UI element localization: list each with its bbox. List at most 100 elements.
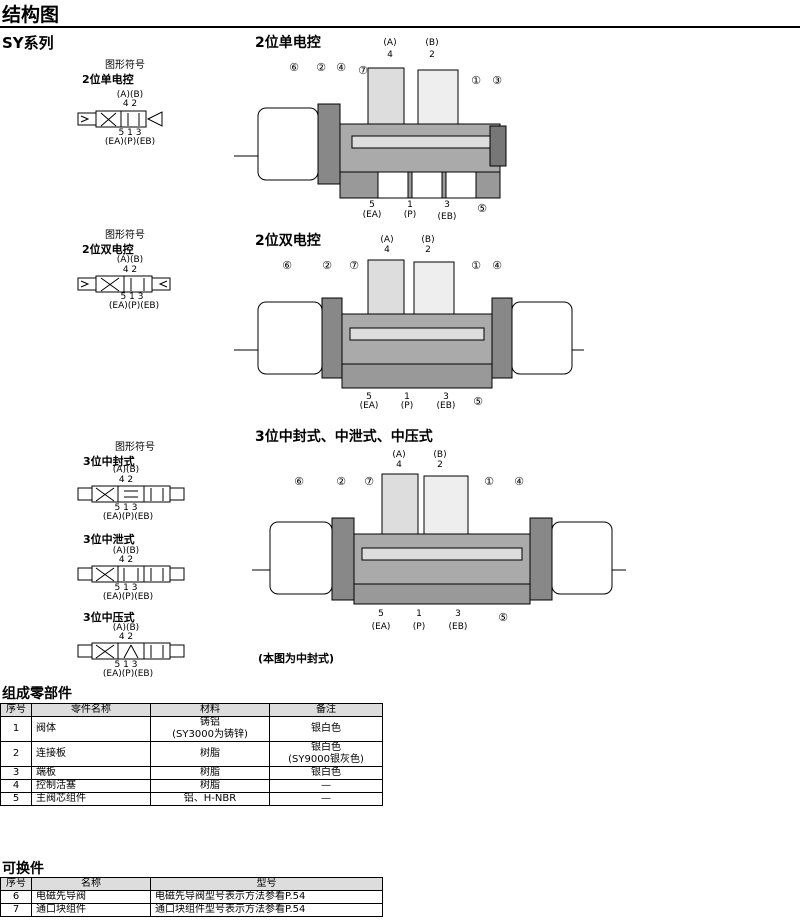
symbol-caption: 图形符号 xyxy=(105,60,145,71)
table-cell: 端板 xyxy=(31,766,151,780)
valve-cross-section-3pos-icon xyxy=(252,473,626,605)
symbol-title: 3位中封式 xyxy=(83,455,135,468)
section-header: 结构图 xyxy=(0,0,800,28)
symbol-top-label: (A)(B) xyxy=(112,623,140,633)
symbol-bot-label: (EA)(P)(EB) xyxy=(104,137,156,147)
symbol-bot-nums: 5 1 3 xyxy=(114,583,138,593)
table-cell: 树脂 xyxy=(150,766,270,780)
symbol-bot-nums: 5 1 3 xyxy=(114,503,138,513)
symbol-caption: 图形符号 xyxy=(105,230,145,241)
symbol-2pos-double-icon xyxy=(77,275,171,293)
table-cell: 2 xyxy=(0,741,32,767)
drawing-note: (本图为中封式) xyxy=(258,652,335,665)
valve-cross-section-double-icon xyxy=(234,259,584,389)
callout-2: ② xyxy=(336,475,346,488)
symbol-3pos-closed-icon xyxy=(77,485,185,503)
page-title: 结构图 xyxy=(2,4,60,26)
col-header: 名称 xyxy=(31,877,151,891)
replace-table-title: 可换件 xyxy=(2,861,44,877)
valve-cross-section-single-icon xyxy=(234,67,507,199)
port-ea-num: 5 xyxy=(369,200,375,210)
callout-5: ⑤ xyxy=(473,395,483,408)
drawing-title-3: 3位中封式、中泄式、中压式 xyxy=(255,429,433,445)
callout-6: ⑥ xyxy=(289,61,299,74)
symbol-top-label: (A)(B) xyxy=(112,546,140,556)
callout-4: ④ xyxy=(492,259,502,272)
table-cell: 通口块组件型号表示方法参看P.54 xyxy=(150,903,383,917)
symbol-bot-nums: 5 1 3 xyxy=(120,292,144,302)
table-cell: 阀体 xyxy=(31,716,151,742)
callout-1: ① xyxy=(471,259,481,272)
table-cell: 6 xyxy=(0,890,32,904)
symbol-3pos-pressure-icon xyxy=(77,642,185,660)
symbol-top-label: (A)(B) xyxy=(116,255,144,265)
symbol-bot-nums: 5 1 3 xyxy=(114,660,138,670)
callout-1: ① xyxy=(484,475,494,488)
table-cell: 铝、H-NBR xyxy=(150,792,270,806)
port-ea-num: 5 xyxy=(366,392,372,402)
port-ea-label: (EA) xyxy=(362,210,382,220)
col-header: 备注 xyxy=(269,703,383,717)
symbol-top-label: (A)(B) xyxy=(112,465,140,475)
port-p-label: (P) xyxy=(400,401,414,411)
series-title: SY系列 xyxy=(2,34,54,52)
port-a-label: (A) xyxy=(392,450,406,460)
table-cell: 连接板 xyxy=(31,741,151,767)
col-header: 零件名称 xyxy=(31,703,151,717)
table-cell: — xyxy=(269,792,383,806)
symbol-title: 2位单电控 xyxy=(82,73,134,86)
symbol-top-nums: 4 2 xyxy=(122,265,138,275)
port-a-num: 4 xyxy=(384,245,390,255)
port-p-num: 1 xyxy=(407,200,413,210)
symbol-title: 3位中泄式 xyxy=(83,533,135,546)
port-b-num: 2 xyxy=(429,50,435,60)
col-header: 型号 xyxy=(150,877,383,891)
port-ea-label: (EA) xyxy=(359,401,379,411)
port-eb-label: (EB) xyxy=(448,622,468,632)
table-cell: 银白色(SY9000银灰色) xyxy=(269,741,383,767)
callout-4: ④ xyxy=(514,475,524,488)
parts-table-title: 组成零部件 xyxy=(2,686,72,702)
symbol-block-3: 图形符号 3位中封式 xyxy=(80,438,190,469)
table-cell: 4 xyxy=(0,779,32,793)
symbol-title: 2位双电控 xyxy=(82,243,134,256)
port-eb-num: 3 xyxy=(443,392,449,402)
symbol-top-nums: 4 2 xyxy=(118,632,134,642)
port-eb-num: 3 xyxy=(455,609,461,619)
port-p-label: (P) xyxy=(403,210,417,220)
table-cell: 3 xyxy=(0,766,32,780)
col-header: 材料 xyxy=(150,703,270,717)
symbol-2pos-single-icon xyxy=(77,110,163,128)
port-a-num: 4 xyxy=(387,50,393,60)
symbol-bot-label: (EA)(P)(EB) xyxy=(102,592,154,602)
callout-6: ⑥ xyxy=(282,259,292,272)
drawing-title-2: 2位双电控 xyxy=(255,233,321,249)
table-cell: — xyxy=(269,779,383,793)
table-cell: 树脂 xyxy=(150,741,270,767)
callout-7: ⑦ xyxy=(358,64,368,77)
table-cell: 银白色 xyxy=(269,716,383,742)
port-b-label: (B) xyxy=(421,235,435,245)
port-eb-num: 3 xyxy=(444,200,450,210)
symbol-block-2: 图形符号 2位双电控 xyxy=(70,226,180,257)
callout-6: ⑥ xyxy=(294,475,304,488)
symbol-top-nums: 4 2 xyxy=(122,99,138,109)
symbol-top-nums: 4 2 xyxy=(118,555,134,565)
symbol-title: 3位中压式 xyxy=(83,611,135,624)
port-b-num: 2 xyxy=(425,245,431,255)
port-a-label: (A) xyxy=(383,38,397,48)
port-b-label: (B) xyxy=(425,38,439,48)
port-p-label: (P) xyxy=(412,622,426,632)
drawing-title-1: 2位单电控 xyxy=(255,35,321,51)
callout-2: ② xyxy=(316,61,326,74)
symbol-top-nums: 4 2 xyxy=(118,475,134,485)
callout-5: ⑤ xyxy=(477,202,487,215)
table-cell: 树脂 xyxy=(150,779,270,793)
port-p-num: 1 xyxy=(416,609,422,619)
